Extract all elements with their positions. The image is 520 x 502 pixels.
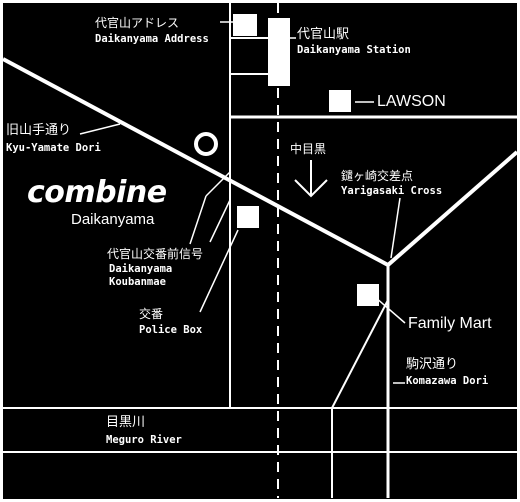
label-nakameguro: 中目黒 (290, 142, 327, 156)
label-yarigasaki-jp: 鑓ヶ崎交差点 (341, 169, 414, 183)
label-station-jp: 代官山駅 (297, 27, 350, 42)
police-box-building (237, 206, 259, 228)
road-kyu-yamate (2, 57, 389, 267)
label-kyu-yamate-jp: 旧山手通り (6, 123, 72, 138)
family-mart-building (357, 284, 379, 306)
label-family-mart: Family Mart (408, 315, 492, 332)
combine-area: Daikanyama (71, 211, 155, 228)
lawson-building (329, 90, 351, 112)
label-kouban-signal-jp: 代官山交番前信号 (107, 247, 204, 261)
road-diagonal-lower (331, 299, 389, 409)
address-building (233, 14, 257, 36)
label-meguro-river-jp: 目黒川 (106, 415, 146, 430)
label-kouban-signal-en1: Daikanyama (109, 263, 173, 275)
station-building (268, 18, 290, 86)
label-address-jp: 代官山アドレス (95, 16, 180, 30)
label-police-jp: 交番 (139, 307, 164, 321)
direction-arrow-head (294, 179, 328, 198)
label-meguro-river-en: Meguro River (106, 434, 182, 446)
label-komazawa-jp: 駒沢通り (406, 357, 459, 372)
label-address-en: Daikanyama Address (95, 33, 209, 45)
label-lawson: LAWSON (377, 93, 446, 110)
label-yarigasaki-en: Yarigasaki Cross (341, 185, 443, 197)
label-station-en: Daikanyama Station (297, 44, 411, 56)
label-kouban-signal-en2: Koubanmae (109, 276, 166, 288)
label-komazawa-en: Komazawa Dori (406, 375, 489, 387)
label-police-en: Police Box (139, 324, 203, 336)
road-to-upper-right (386, 150, 519, 267)
label-kyu-yamate-en: Kyu-Yamate Dori (6, 142, 101, 154)
combine-location-marker (194, 132, 218, 156)
combine-logo: combine (27, 175, 167, 210)
